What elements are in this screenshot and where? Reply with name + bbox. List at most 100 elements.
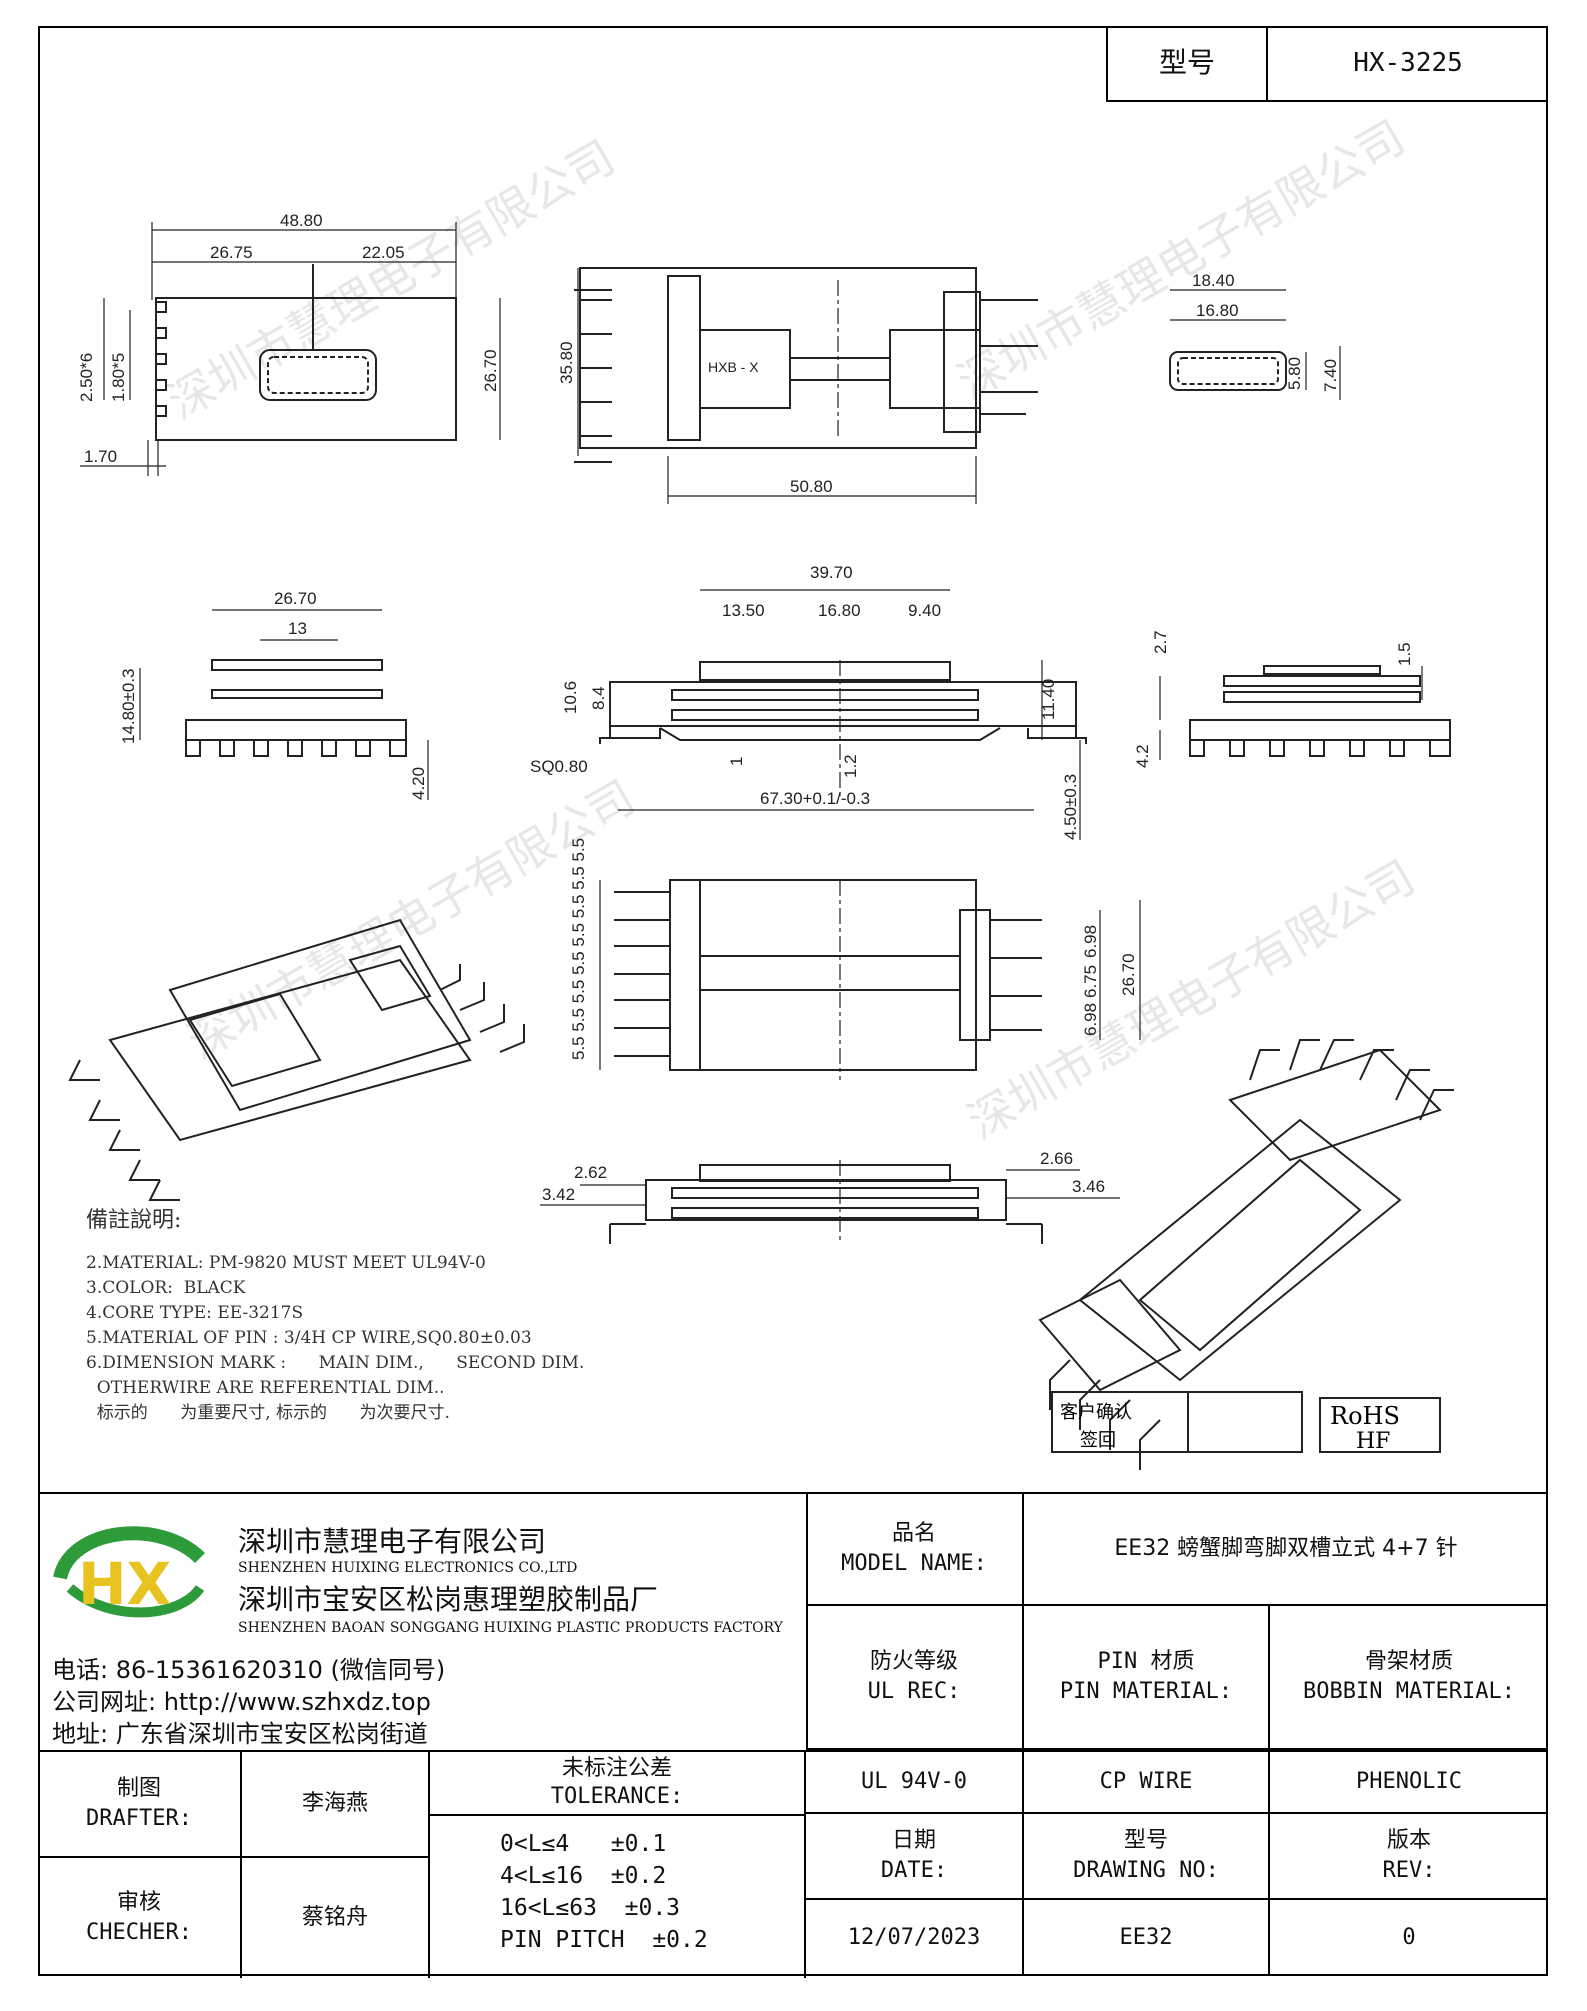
dim-mc-overall: 39.70 [810,563,853,582]
dim-ml-pin: 4.20 [409,767,428,800]
dimension-labels: 48.80 26.75 22.05 2.50*6 1.80*5 26.70 1.… [77,211,1414,1204]
tolerance-line: 0<L≤4 ±0.1 [500,1831,667,1857]
dim-bc-r2: 3.46 [1072,1177,1105,1196]
approval-box [1051,1391,1441,1453]
note-line: 6.DIMENSION MARK : MAIN DIM., SECOND DIM… [86,1353,585,1373]
note-line: OTHERWIRE ARE REFERENTIAL DIM.. [86,1378,445,1398]
dim-left-width: 26.75 [210,243,253,262]
dim-lc-p2: 6.75 [1081,965,1100,998]
dim-bc-l2: 3.42 [542,1185,575,1204]
watermark-1: 深圳市慧理电子有限公司 [159,130,624,430]
top-right-view [1169,289,1341,400]
notes-section: 備註說明: 2.MATERIAL: PM-9820 MUST MEET UL94… [86,1208,706,1426]
date-value: 12/07/2023 [806,1900,1024,1976]
dim-mc-t1: 1 [727,757,746,766]
note-line: 3.COLOR: BLACK [86,1278,246,1298]
tolerance-line: PIN PITCH ±0.2 [500,1927,708,1953]
dim-mc-h3: 11.40 [1039,679,1058,720]
top-left-view [80,222,501,476]
drawing-no-value: EE32 [1024,1900,1270,1976]
dim-mc-h2: 8.4 [589,686,608,710]
model-box-value: HX-3225 [1353,48,1463,78]
dim-mc-pin: 4.50±0.3 [1061,774,1080,840]
dim-lc-p1: 6.98 [1081,925,1100,958]
drawing-frame [38,26,1548,1976]
company-website[interactable]: 公司网址: http://www.szhxdz.top [52,1688,431,1716]
rohs-label: RoHS [1330,1402,1400,1430]
model-box: 型号 HX-3225 [1106,26,1548,102]
lower-center-view [599,879,1141,1080]
company-info: HX 深圳市慧理电子有限公司 SHENZHEN HUIXING ELECTRON… [38,1494,808,1750]
bottom-center-view [540,1160,1120,1244]
dim-height: 26.70 [481,349,500,392]
top-center-view [574,267,1038,504]
rev-value: 0 [1402,1925,1416,1950]
dim-bc-r1: 2.66 [1040,1149,1073,1168]
tolerance-line: 16<L≤63 ±0.3 [500,1895,681,1921]
dim-mc-a: 13.50 [722,601,765,620]
dim-mc-t2: 1.2 [841,754,860,778]
dim-mc-sq: SQ0.80 [530,757,588,776]
dim-right-width: 22.05 [362,243,405,262]
drafter-value: 李海燕 [242,1752,430,1858]
model-box-label: 型号 [1108,26,1268,100]
note-line: 5.MATERIAL OF PIN : 3/4H CP WIRE,SQ0.80±… [86,1328,532,1348]
company-logo: HX [50,1518,210,1624]
model-name-value: EE32 螃蟹脚弯脚双槽立式 4+7 针 [1024,1494,1548,1606]
watermark-group: 深圳市慧理电子有限公司 深圳市慧理电子有限公司 深圳市慧理电子有限公司 深圳市慧… [159,110,1424,1150]
watermark-2: 深圳市慧理电子有限公司 [949,110,1414,410]
company-name-en: SHENZHEN HUIXING ELECTRONICS CO.,LTD [238,1560,578,1576]
dim-center-length: 50.80 [790,477,833,496]
company-address: 地址: 广东省深圳市宝安区松岗街道 [52,1720,428,1748]
pin-material-value: CP WIRE [1024,1750,1270,1814]
mid-left-view [139,609,429,800]
dim-ml-height: 14.80±0.3 [119,668,138,744]
company-phone: 电话: 86-15361620310 (微信同号) [52,1656,446,1684]
part-marking: HXB - X [708,359,759,375]
dim-right-h2: 7.40 [1321,359,1340,392]
dim-mr-b: 1.5 [1395,642,1414,666]
dim-ml-width: 26.70 [274,589,317,608]
note-line: 4.CORE TYPE: EE-3217S [86,1303,304,1323]
dim-mc-h1: 10.6 [561,681,580,714]
notes-heading: 備註說明: [86,1208,182,1233]
factory-name-en: SHENZHEN BAOAN SONGGANG HUIXING PLASTIC … [238,1620,783,1636]
mid-center-view [599,589,1087,840]
dim-overall-width: 48.80 [280,211,323,230]
left-isometric-view [68,918,525,1201]
dim-mc-c: 9.40 [908,601,941,620]
title-block: HX 深圳市慧理电子有限公司 SHENZHEN HUIXING ELECTRON… [38,1492,1548,1978]
tolerance-table: 0<L≤4 ±0.1 4<L≤16 ±0.2 16<L≤63 ±0.3 PIN … [430,1816,806,1978]
dim-bc-l1: 2.62 [574,1163,607,1182]
ul-value: UL 94V-0 [806,1750,1024,1814]
dim-center-height: 35.80 [557,341,576,384]
note-line: 2.MATERIAL: PM-9820 MUST MEET UL94V-0 [86,1253,486,1273]
right-isometric-view [1038,1039,1454,1470]
logo-text: HX [78,1550,171,1618]
dim-mc-span: 67.30+0.1/-0.3 [760,789,870,808]
mid-right-view [1159,665,1451,760]
checker-value: 蔡铭舟 [242,1858,430,1978]
dim-mr-a: 2.7 [1151,630,1170,654]
tolerance-line: 4<L≤16 ±0.2 [500,1863,667,1889]
dim-lc-pitch: 5.5 5.5 5.5 5.5 5.5 5.5 5.5 5.5 [569,838,588,1060]
hf-label: HF [1356,1429,1390,1454]
watermark-4: 深圳市慧理电子有限公司 [959,850,1424,1150]
dim-lc-height: 26.70 [1119,953,1138,996]
technical-drawing: 深圳市慧理电子有限公司 深圳市慧理电子有限公司 深圳市慧理电子有限公司 深圳市慧… [68,110,1454,1470]
dim-right-inner: 16.80 [1196,301,1239,320]
dim-lc-p3: 6.98 [1081,1003,1100,1036]
company-name-cn: 深圳市慧理电子有限公司 [238,1525,547,1558]
dim-right-h1: 5.80 [1285,357,1304,390]
dim-mc-b: 16.80 [818,601,861,620]
approval-line2: 签回 [1080,1430,1116,1451]
